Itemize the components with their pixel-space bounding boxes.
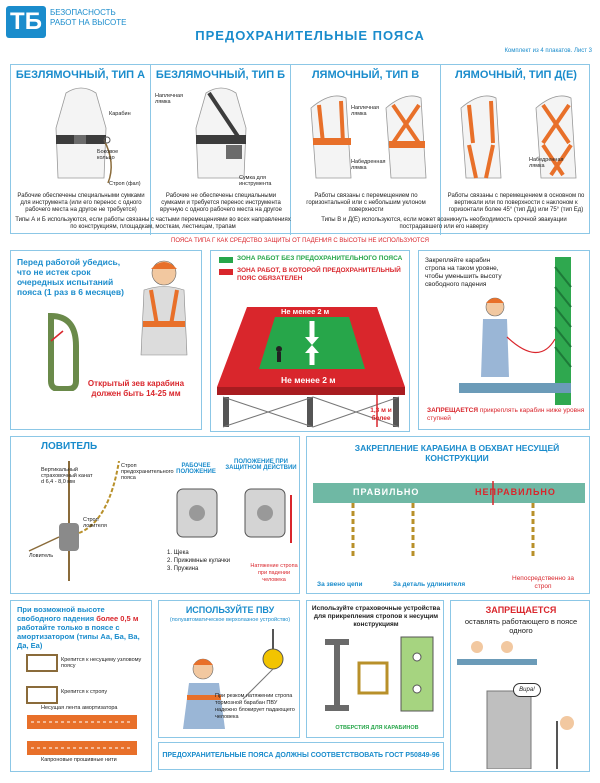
anchor-level-illustration — [459, 257, 572, 405]
note-types-vd: Типы В и Д(Е) используются, если может в… — [321, 217, 567, 230]
label-tool-bag: Сумка для инструмента — [239, 175, 272, 187]
note-types-ab: Типы А и Б используются, если работы свя… — [15, 217, 291, 230]
catcher-panel: ЛОВИТЕЛЬ Вертикальный страховочный канат… — [10, 436, 300, 594]
label-shoulder-strap: Наплечная лямка — [155, 93, 184, 105]
label-belt-strap: Строп предохранительного пояса — [121, 463, 174, 481]
catcher-illustration — [28, 461, 120, 581]
type-v-title: ЛЯМОЧНЫЙ, тип В — [311, 69, 420, 81]
catcher-title: ЛОВИТЕЛЬ — [41, 441, 98, 452]
pvu-title: ИСПОЛЬЗУЙТЕ ПВУ — [185, 605, 275, 615]
speech-bubble: Вира! — [513, 683, 541, 697]
inspection-text: Перед работой убедись, что не истек срок… — [17, 257, 124, 297]
header: ТБ БЕЗОПАСНОСТЬ РАБОТ НА ВЫСОТЕ ПРЕДОХРА… — [0, 0, 600, 60]
label-d-thigh: Набедренная лямка — [529, 157, 564, 169]
forbidden-text: оставлять работающего в поясе одного — [464, 617, 578, 635]
forbidden-alone-panel: ЗАПРЕЩАЕТСЯ оставлять работающего в пояс… — [450, 600, 590, 772]
label-v-thigh: Набедренная лямка — [351, 159, 386, 171]
type-v-desc: Работы связаны с перемещением по горизон… — [306, 193, 426, 213]
legend-green-label: ЗОНА РАБОТ БЕЗ ПРЕДОХРАНИТЕЛЬНОГО ПОЯСА — [237, 255, 403, 262]
logo: ТБ — [6, 6, 46, 38]
forbidden-title: ЗАПРЕЩАЕТСЯ — [485, 605, 557, 615]
label-strap-attach: Крепится к стропу — [61, 689, 108, 695]
worker-illustration — [140, 260, 188, 356]
carabiner-warning: Открытый зев карабина должен быть 14-25 … — [87, 379, 185, 398]
safety-devices-text: Используйте страховочные устройства для … — [311, 605, 441, 628]
type-a: БЕЗЛЯМОЧНЫЙ, тип А Карабин Боковое кольц… — [11, 65, 151, 235]
sheet-info: Комплект из 4 плакатов. Лист 3 — [504, 48, 592, 54]
legend-green-swatch — [219, 257, 233, 263]
protective-position-label: ПОЛОЖЕНИЕ ПРИ ЗАЩИТНОМ ДЕЙСТВИИ — [225, 459, 297, 471]
carabiner-anchor-title: ЗАКРЕПЛЕНИЕ КАРАБИНА В ОБХВАТ НЕСУЩЕЙ КО… — [354, 443, 560, 463]
extension-caption: За деталь удлинителя — [393, 581, 466, 588]
label-side-ring: Боковое кольцо — [97, 149, 119, 161]
type-b: БЕЗЛЯМОЧНЫЙ, тип Б Наплечная лямка Сумка… — [151, 65, 291, 235]
footer-standard: ПРЕДОХРАНИТЕЛЬНЫЕ ПОЯСА ДОЛЖНЫ СООТВЕТСТ… — [158, 742, 444, 770]
type-b-desc: Рабочие не обеспечены специальными сумка… — [160, 193, 282, 213]
label-v-shoulder: Наплечная лямка — [351, 105, 380, 117]
logo-caption: БЕЗОПАСНОСТЬ РАБОТ НА ВЫСОТЕ — [50, 8, 127, 27]
label-absorber-band: Несущая лента амортизатора — [41, 705, 118, 711]
forbidden-illustration — [457, 641, 574, 769]
height-label: 1,3 м и более — [370, 407, 392, 422]
pvu-illustration — [183, 629, 284, 729]
direct-strap-caption: Непосредственно за строп — [512, 575, 574, 590]
note-type-g: ПОЯСА ТИПА Г КАК СРЕДСТВО ЗАЩИТЫ ОТ ПАДЕ… — [171, 238, 429, 244]
inspection-panel: Перед работой убедись, что не истек срок… — [10, 250, 202, 430]
page-title: ПРЕДОХРАНИТЕЛЬНЫЕ ПОЯСА — [195, 28, 425, 43]
pvu-note: При резком натяжении стропа тормозной ба… — [215, 693, 295, 720]
absorber-text: При возможной высоте свободного падения … — [17, 605, 140, 650]
working-position-label: РАБОЧЕЕ ПОЛОЖЕНИЕ — [176, 463, 216, 475]
shock-absorber-panel: При возможной высоте свободного падения … — [10, 600, 152, 772]
carabiner-illustration — [48, 312, 79, 391]
incorrect-label: НЕПРАВИЛЬНО — [475, 487, 556, 497]
carabiner-holes-note: ОТВЕРСТИЯ ДЛЯ КАРАБИНОВ — [335, 725, 419, 731]
carabiner-anchor-illustration — [313, 481, 585, 559]
min-2m-top: Не менее 2 м — [281, 307, 330, 316]
type-d-desc: Работы связаны с перемещением в основном… — [447, 193, 585, 213]
type-b-illustration — [195, 87, 247, 179]
type-d-title: ЛЯМОЧНЫЙ, тип Д(Е) — [455, 69, 577, 81]
type-d: ЛЯМОЧНЫЙ, тип Д(Е) Набедренная лямка Раб… — [441, 65, 591, 235]
belt-types-panel: БЕЗЛЯМОЧНЫЙ, тип А Карабин Боковое кольц… — [10, 64, 591, 235]
absorber-illustration — [26, 654, 137, 755]
legend-red-label: ЗОНА РАБОТ, В КОТОРОЙ ПРЕДОХРАНИТЕЛЬНЫЙ … — [237, 267, 401, 282]
anchor-level-warning: ЗАПРЕЩАЕТСЯ прикреплять карабин ниже уро… — [427, 407, 585, 422]
safety-devices-illustration — [325, 636, 434, 712]
type-a-desc: Рабочие обеспечены специальными сумками … — [17, 193, 145, 213]
type-a-illustration — [55, 87, 112, 184]
correct-label: ПРАВИЛЬНО — [353, 487, 420, 497]
legend-red-swatch — [219, 269, 233, 275]
min-2m-bottom: Не менее 2 м — [281, 375, 336, 385]
label-catcher: Ловитель — [29, 553, 54, 559]
type-b-title: БЕЗЛЯМОЧНЫЙ, тип Б — [155, 69, 286, 81]
work-zone-diagram — [217, 307, 405, 428]
label-carabiner: Карабин — [109, 111, 131, 117]
anchor-level-panel: Закрепляйте карабин стропа на таком уров… — [418, 250, 590, 430]
pvu-panel: ИСПОЛЬЗУЙТЕ ПВУ (полуавтоматическое верх… — [158, 600, 300, 738]
catcher-mechanism — [176, 488, 292, 543]
type-a-title: БЕЗЛЯМОЧНЫЙ, тип А — [15, 69, 146, 81]
catcher-parts-list: 1. Щека 2. Прижимные кулачки 3. Пружина — [167, 550, 231, 572]
type-v-illustration — [310, 95, 427, 179]
work-zone-panel: ЗОНА РАБОТ БЕЗ ПРЕДОХРАНИТЕЛЬНОГО ПОЯСА … — [210, 250, 410, 432]
label-vertical-rope: Вертикальный страховочный канат d 6,4 - … — [41, 467, 93, 485]
label-strap: Строп (фал) — [109, 181, 141, 187]
label-nylon-threads: Капроновые прошивные нити — [41, 757, 117, 763]
chain-link-caption: За звено цепи — [317, 581, 363, 588]
label-belt-attach: Крепится к несущему узловому поясу — [61, 657, 142, 669]
safety-devices-panel: Используйте страховочные устройства для … — [306, 600, 444, 738]
anchor-level-text: Закрепляйте карабин стропа на таком уров… — [425, 257, 502, 288]
carabiner-anchor-panel: ЗАКРЕПЛЕНИЕ КАРАБИНА В ОБХВАТ НЕСУЩЕЙ КО… — [306, 436, 590, 594]
type-v: ЛЯМОЧНЫЙ, тип В Наплечная лямка Набедрен… — [291, 65, 441, 235]
catcher-tension-note: Натяжение стропа при падении человека — [250, 563, 298, 583]
label-catcher-strap: Строп ловителя — [83, 517, 107, 529]
type-d-illustration — [460, 95, 577, 179]
pvu-subtitle: (полуавтоматическое верхолазное устройст… — [169, 617, 291, 623]
